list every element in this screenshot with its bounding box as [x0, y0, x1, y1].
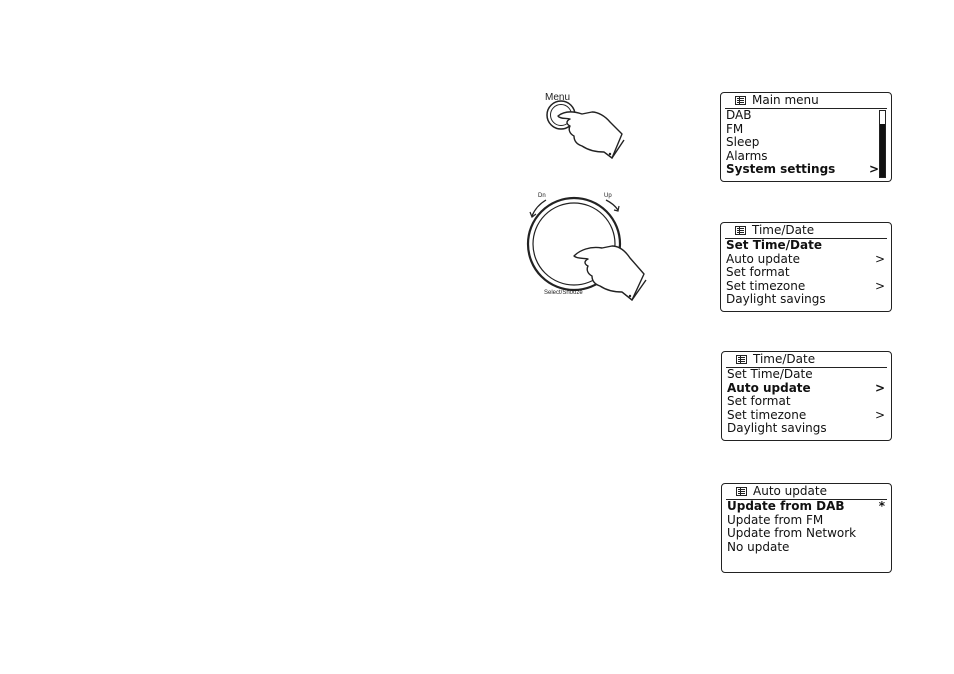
lcd-title: Time/Date	[753, 352, 816, 366]
menu-button-label: Menu	[545, 92, 570, 103]
lcd-item-list: DAB FM Sleep Alarms System settings>	[721, 108, 891, 177]
lcd-item-set-format[interactable]: Set format	[726, 265, 790, 279]
rotate-down-arrow-icon	[531, 199, 547, 217]
scrollbar-thumb[interactable]	[880, 124, 885, 177]
pointing-hand-icon	[557, 111, 623, 159]
lcd-time-date-2: Time/Date Set Time/Date Auto update> Set…	[721, 351, 892, 441]
lcd-item-list: Update from DAB* Update from FM Update f…	[722, 499, 891, 554]
submenu-arrow: >	[868, 162, 879, 176]
lcd-item-alarms[interactable]: Alarms	[726, 148, 768, 163]
lcd-item-update-from-dab[interactable]: Update from DAB*	[727, 499, 885, 513]
lcd-item-system-settings[interactable]: System settings>	[726, 162, 879, 176]
lcd-item-list: Set Time/Date Auto update> Set format Se…	[721, 238, 891, 307]
lcd-time-date-1: Time/Date Set Time/Date Auto update> Set…	[720, 222, 892, 312]
menu-list-icon	[736, 487, 747, 496]
lcd-item-daylight-savings[interactable]: Daylight savings	[727, 421, 827, 435]
lcd-main-menu: Main menu DAB FM Sleep Alarms System set…	[720, 92, 892, 182]
menu-list-icon	[736, 355, 747, 364]
lcd-item-list: Set Time/Date Auto update> Set format Se…	[722, 367, 891, 436]
lcd-scrollbar[interactable]	[879, 110, 886, 178]
lcd-item-update-from-fm[interactable]: Update from FM	[727, 512, 824, 527]
dial-down-label: Dn	[538, 193, 546, 199]
lcd-item-daylight-savings[interactable]: Daylight savings	[726, 292, 826, 306]
menu-button-illustration: Menu	[545, 92, 625, 160]
submenu-arrow: >	[874, 251, 885, 266]
menu-list-icon	[735, 96, 746, 105]
lcd-title-bar: Main menu	[725, 93, 887, 109]
lcd-item-update-from-network[interactable]: Update from Network	[727, 526, 857, 540]
lcd-title: Main menu	[752, 93, 819, 107]
lcd-item-fm[interactable]: FM	[726, 121, 744, 136]
lcd-title-bar: Auto update	[726, 484, 887, 500]
lcd-title-bar: Time/Date	[726, 352, 887, 368]
lcd-item-set-time-date[interactable]: Set Time/Date	[727, 367, 813, 381]
lcd-auto-update: Auto update Update from DAB* Update from…	[721, 483, 892, 573]
lcd-item-dab[interactable]: DAB	[726, 108, 752, 122]
submenu-arrow: >	[874, 380, 885, 395]
lcd-item-auto-update[interactable]: Auto update>	[727, 380, 885, 395]
lcd-item-set-format[interactable]: Set format	[727, 394, 791, 408]
lcd-title-bar: Time/Date	[725, 223, 887, 239]
lcd-item-no-update[interactable]: No update	[727, 539, 790, 554]
menu-list-icon	[735, 226, 746, 235]
lcd-item-auto-update[interactable]: Auto update>	[726, 251, 885, 266]
pointing-hand-icon-2	[573, 245, 645, 301]
rotate-up-arrow-icon	[605, 199, 619, 211]
rotary-dial[interactable]	[526, 196, 622, 292]
lcd-item-set-time-date[interactable]: Set Time/Date	[726, 238, 822, 252]
submenu-arrow: >	[874, 407, 885, 422]
lcd-title: Auto update	[753, 484, 827, 498]
lcd-item-set-timezone[interactable]: Set timezone>	[727, 407, 885, 422]
rotary-dial-illustration: Dn Up Select/Snooze	[526, 193, 647, 302]
submenu-arrow: >	[874, 278, 885, 293]
dial-select-label: Select/Snooze	[544, 290, 583, 296]
lcd-title: Time/Date	[752, 223, 815, 237]
lcd-item-set-timezone[interactable]: Set timezone>	[726, 278, 885, 293]
dial-up-label: Up	[604, 193, 612, 199]
selected-asterisk-icon: *	[878, 499, 885, 513]
lcd-item-sleep[interactable]: Sleep	[726, 135, 760, 149]
